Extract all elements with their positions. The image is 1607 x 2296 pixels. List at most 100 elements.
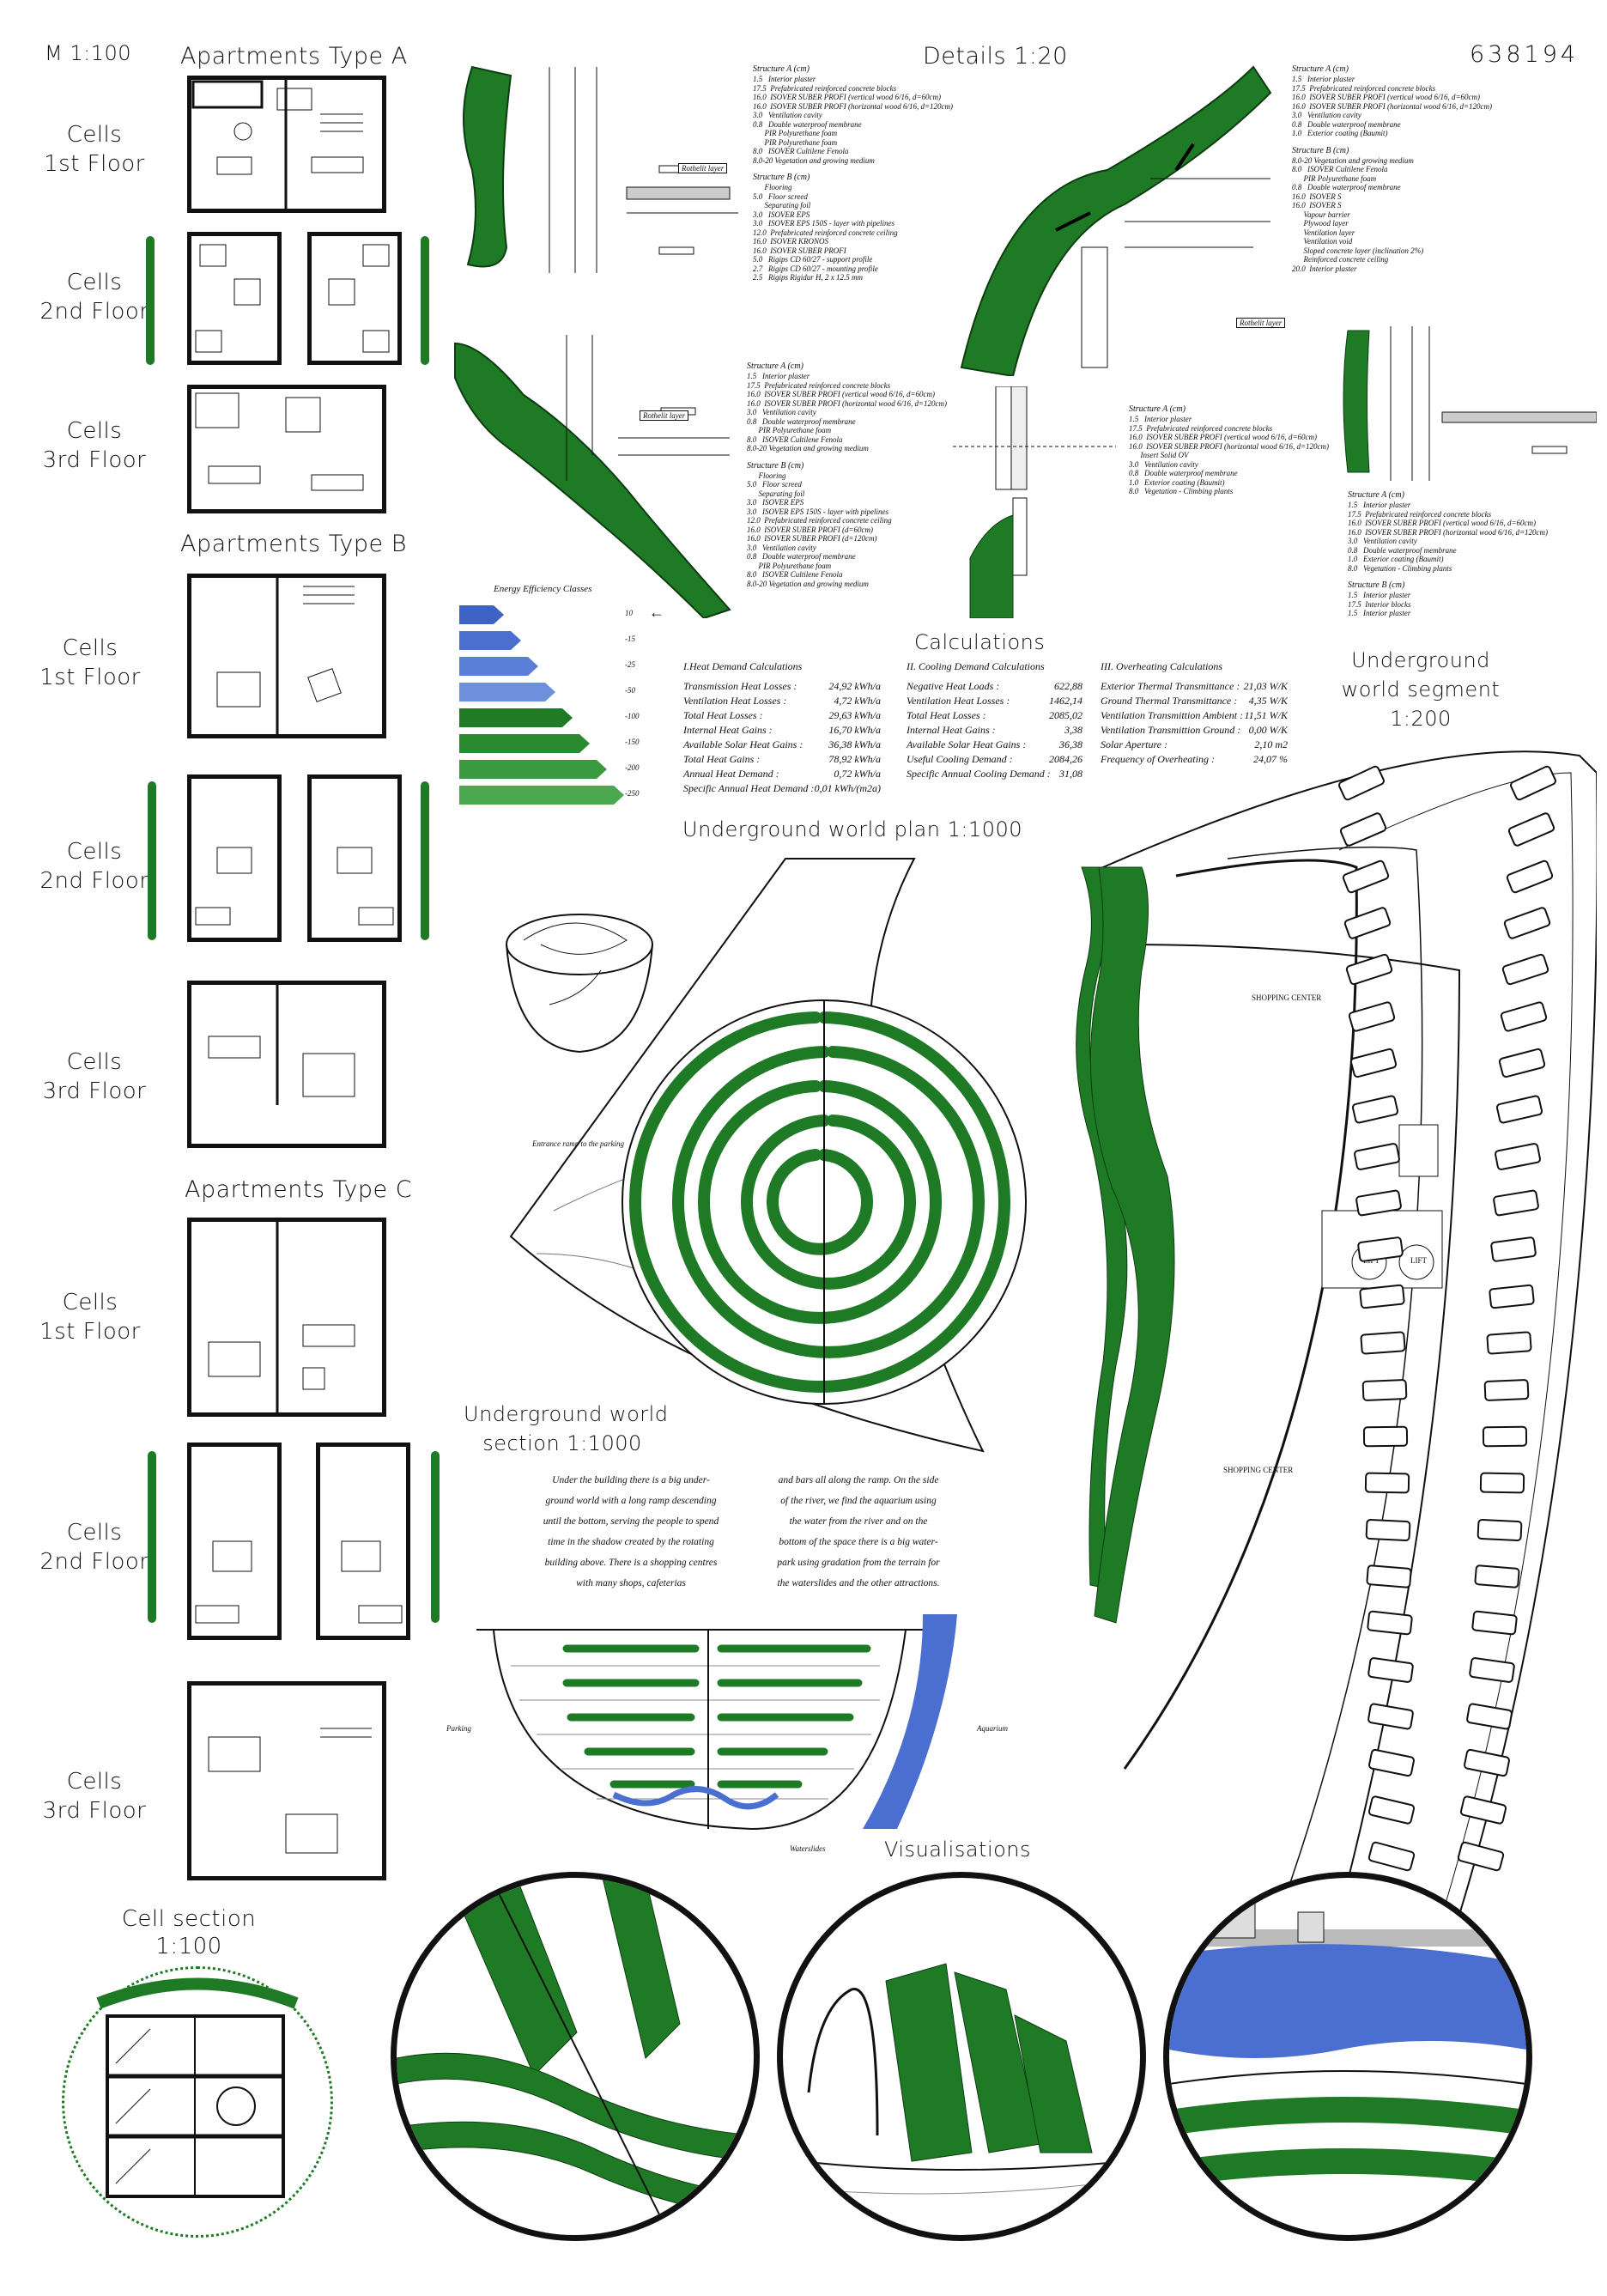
layer-line: 3.0 Ventilation cavity xyxy=(1292,111,1361,119)
energy-class-label: -200 xyxy=(625,763,640,772)
car-icon xyxy=(1486,1331,1532,1356)
layer-line: 0.8 Double waterproof membrane xyxy=(753,119,862,129)
calc-row: Ventilation Transmittion Ground :0,00 W/… xyxy=(1101,723,1288,738)
calc-row: Transmission Heat Losses :24,92 kWh/a xyxy=(683,679,881,694)
layer-line: 8.0 ISOVER Cultilene Fenola xyxy=(1292,165,1388,173)
layer-line: Vapour barrier xyxy=(1292,210,1350,219)
calc-label: Transmission Heat Losses : xyxy=(683,680,797,692)
layer-line: Separating foil xyxy=(747,489,805,498)
energy-class-label: -50 xyxy=(625,686,635,695)
layer-line: 1.5 Interior plaster xyxy=(753,75,816,83)
layer-line: 17.5 Prefabricated reinforced concrete b… xyxy=(747,380,891,390)
type-b-floor2-label: Cells 2nd Floor xyxy=(39,839,149,894)
plan-c-floor2-right xyxy=(316,1443,410,1640)
structure-a-label: Structure A (cm) xyxy=(1129,404,1186,414)
energy-class-bar xyxy=(459,734,590,753)
callout-rothelit: Rothelit layer xyxy=(640,410,689,421)
layer-line: 8.0 ISOVER Cultilene Fenola xyxy=(747,434,843,444)
plan-b-floor2-right xyxy=(307,774,402,942)
type-b-floor1-label: Cells 1st Floor xyxy=(39,635,141,690)
calc-value: 36,38 kWh/a xyxy=(828,738,881,750)
calc-value: 31,08 xyxy=(1059,768,1082,780)
vegetation-strip xyxy=(421,781,429,940)
layer-line: 17.5 Prefabricated reinforced concrete b… xyxy=(1292,83,1436,93)
energy-class-bar xyxy=(459,786,624,805)
cell-section-title: Cell section xyxy=(121,1906,257,1932)
plan-a-floor3 xyxy=(187,385,386,513)
type-c-floor3-label: Cells 3rd Floor xyxy=(42,1769,147,1824)
plan-b-floor2-left xyxy=(187,774,282,942)
energy-title: Energy Efficiency Classes xyxy=(494,584,592,594)
underground-section-drawing xyxy=(476,1614,1009,1837)
car-icon xyxy=(1358,1284,1405,1309)
energy-chart xyxy=(459,605,648,811)
layer-line: 16.0 ISOVER SUBER PROFI (vertical wood 6… xyxy=(1292,93,1481,101)
calc-label: Negative Heat Loads : xyxy=(907,680,1000,692)
aquarium-label: Aquarium xyxy=(977,1724,1008,1733)
parking-label: Parking xyxy=(446,1724,471,1733)
structure-a-label: Structure A (cm) xyxy=(747,361,804,371)
calc-label: Internal Heat Gains : xyxy=(907,724,996,736)
calc-label: Exterior Thermal Transmittance : xyxy=(1101,680,1240,692)
calc-value: 0,72 kWh/a xyxy=(834,768,881,780)
plan-b-floor3 xyxy=(187,981,386,1148)
calc-value: 4,72 kWh/a xyxy=(834,695,881,707)
layer-line: PIR Polyurethane foam xyxy=(753,137,838,147)
type-c-floor1-label: Cells 1st Floor xyxy=(39,1290,141,1345)
layer-line: 1.5 Interior plaster xyxy=(747,372,810,380)
layer-line: 16.0 ISOVER KRONOS xyxy=(753,237,828,246)
energy-class-bar xyxy=(459,760,607,779)
bowl-sketch xyxy=(498,884,661,1056)
type-c-floor2-label: Cells 2nd Floor xyxy=(39,1520,149,1575)
layer-line: 5.0 Rigips CD 60/27 - support profile xyxy=(753,255,873,264)
type-a-floor1-label: Cells 1st Floor xyxy=(44,122,145,177)
layer-line: 3.0 Ventilation cavity xyxy=(1129,459,1198,469)
car-icon xyxy=(1479,1472,1525,1494)
car-icon xyxy=(1477,1518,1523,1541)
details-title: Details 1:20 xyxy=(923,43,1068,70)
plan-a-floor2-right xyxy=(307,232,402,365)
calc-row: Available Solar Heat Gains :36,38 xyxy=(907,738,1082,752)
layer-line: 1.5 Interior plaster xyxy=(1129,415,1192,423)
calc-row: Ventilation Transmittion Ambient :11,51 … xyxy=(1101,708,1288,723)
calc-value: 11,51 W/K xyxy=(1244,709,1288,721)
layer-line: 0.8 Double waterproof membrane xyxy=(1292,119,1401,129)
structure-a-label: Structure A (cm) xyxy=(753,64,810,74)
calc-value: 2,10 m2 xyxy=(1254,738,1288,750)
energy-class-label: -15 xyxy=(625,635,635,643)
cooling-heading: II. Cooling Demand Calculations xyxy=(907,660,1045,672)
layer-line: Flooring xyxy=(747,471,786,480)
layer-line: 0.8 Double waterproof membrane xyxy=(1292,183,1401,191)
visualisation-2 xyxy=(777,1872,1146,2241)
calc-value: 36,38 xyxy=(1059,738,1082,750)
calc-label: Total Heat Gains : xyxy=(683,753,761,765)
layer-line: 1.0 Exterior coating (Baumit) xyxy=(1129,477,1225,487)
layer-line: 8.0-20 Vegetation and growing medium xyxy=(753,155,875,165)
energy-class-label: -250 xyxy=(625,789,640,798)
cell-section-scale: 1:100 xyxy=(155,1934,222,1959)
calc-value: 0,00 W/K xyxy=(1248,724,1288,736)
calc-label: Frequency of Overheating : xyxy=(1101,753,1215,765)
layer-line: 16.0 ISOVER S xyxy=(1292,201,1342,210)
calc-row: Frequency of Overheating :24,07 % xyxy=(1101,752,1288,767)
calc-row: Internal Heat Gains :3,38 xyxy=(907,723,1082,738)
layer-line: 16.0 ISOVER SUBER PROFI (d=60cm) xyxy=(747,525,874,534)
calc-label: Ventilation Heat Losses : xyxy=(683,695,787,707)
calc-value: 2085,02 xyxy=(1049,709,1082,721)
plan-a-floor2-left xyxy=(187,232,282,365)
shopping-center-1: SHOPPING CENTER xyxy=(1252,993,1322,1002)
calc-value: 16,70 kWh/a xyxy=(828,724,881,736)
layer-line: 1.5 Interior plaster xyxy=(1348,609,1411,617)
calc-label: Ventilation Heat Losses : xyxy=(907,695,1010,707)
layer-line: PIR Polyurethane foam xyxy=(747,561,832,570)
callout-rothelit: Rothelit layer xyxy=(1236,318,1286,328)
structure-b-label: Structure B (cm) xyxy=(1348,580,1405,590)
layer-line: 16.0 ISOVER SUBER PROFI (vertical wood 6… xyxy=(1348,519,1537,527)
calc-row: Exterior Thermal Transmittance :21,03 W/… xyxy=(1101,679,1288,694)
layer-line: 16.0 ISOVER SUBER PROFI (horizontal wood… xyxy=(1348,527,1549,537)
calc-value: 2084,26 xyxy=(1049,753,1082,765)
